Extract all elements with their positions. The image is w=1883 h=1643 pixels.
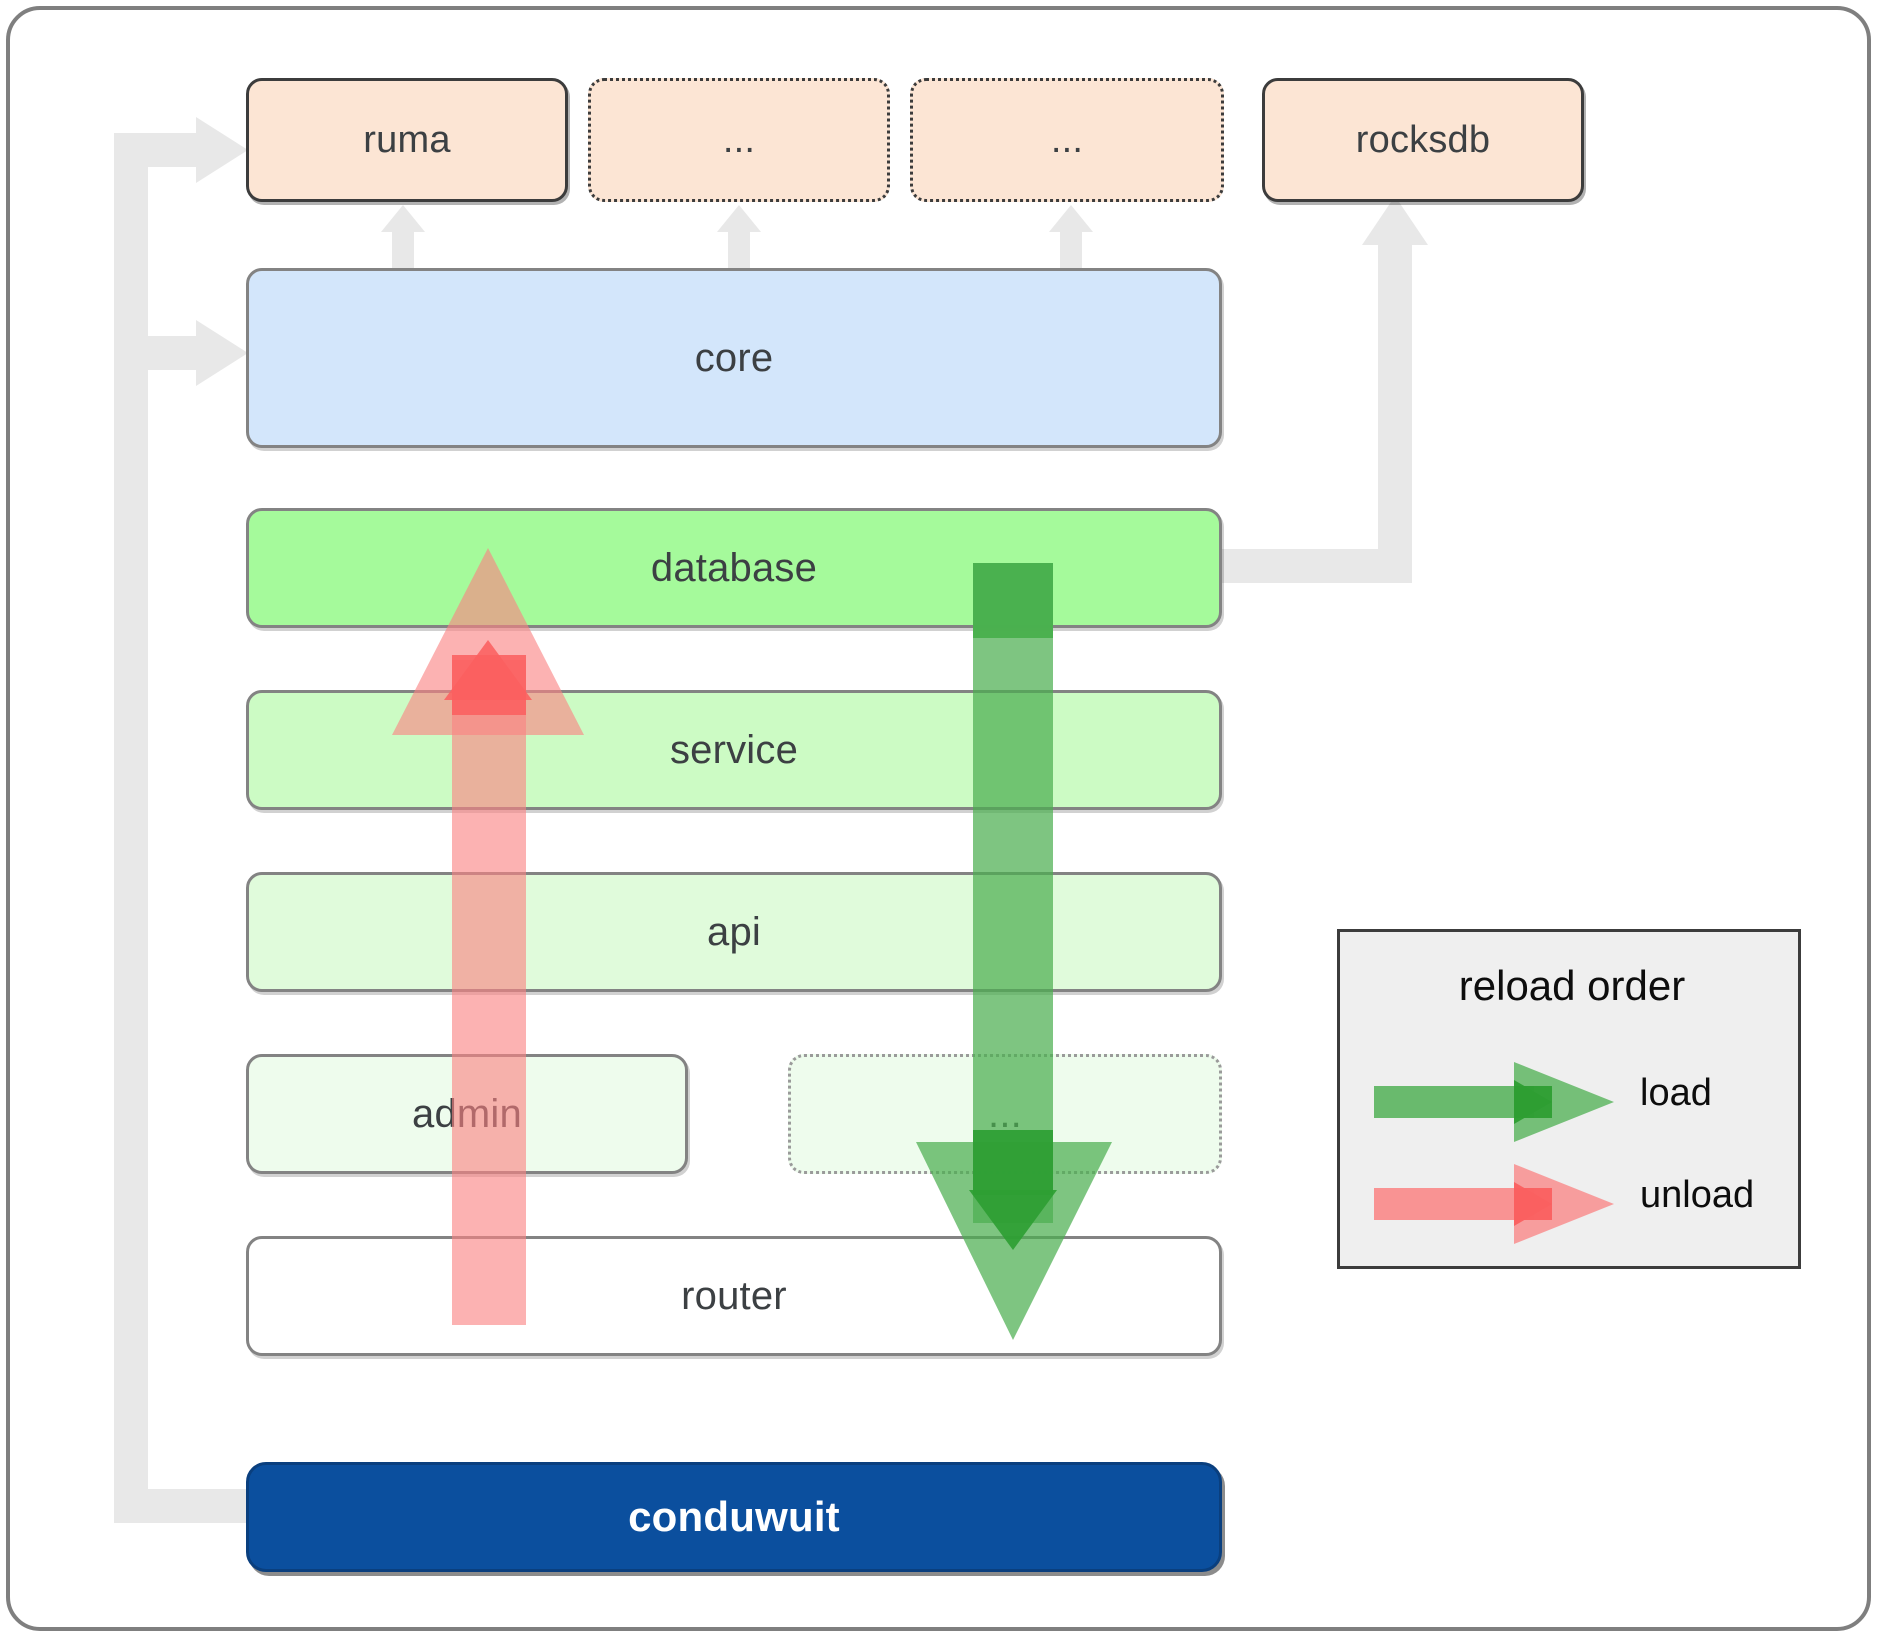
dependency-node-placeholder-2-label: ... [1050,118,1084,161]
dependency-node-rocksdb[interactable]: rocksdb [1262,78,1584,202]
layer-node-admin-placeholder-label: ... [988,1091,1022,1136]
diagram-frame [6,6,1871,1631]
layer-node-router[interactable]: router [246,1236,1222,1356]
layer-node-service[interactable]: service [246,690,1222,810]
legend-load-arrow-icon [1374,1062,1614,1142]
layer-node-database-label: database [650,545,818,590]
layer-node-database[interactable]: database [246,508,1222,628]
legend-load-label: load [1640,1072,1712,1114]
dependency-node-placeholder-1[interactable]: ... [588,78,890,202]
dependency-node-ruma-label: ruma [363,118,451,161]
legend-row-load: load [1340,1062,1804,1142]
layer-node-admin-label: admin [412,1091,522,1136]
layer-node-admin-placeholder[interactable]: ... [788,1054,1222,1174]
dependency-node-ruma[interactable]: ruma [246,78,568,202]
layer-node-service-label: service [669,727,799,772]
layer-node-admin[interactable]: admin [246,1054,688,1174]
legend-title: reload order [1458,962,1686,1009]
application-node-conduwuit[interactable]: conduwuit [246,1462,1222,1572]
legend-unload-label: unload [1640,1174,1755,1216]
layer-node-router-label: router [681,1273,787,1318]
dependency-node-placeholder-1-label: ... [722,118,756,161]
application-node-conduwuit-label: conduwuit [628,1493,840,1540]
layer-node-api[interactable]: api [246,872,1222,992]
layer-node-api-label: api [707,909,761,954]
legend-unload-arrow-icon [1374,1164,1614,1244]
dependency-node-placeholder-2[interactable]: ... [910,78,1224,202]
core-node-label: core [694,335,774,380]
legend-panel: reload order load unload [1337,929,1801,1269]
dependency-node-rocksdb-label: rocksdb [1355,118,1491,161]
legend-row-unload: unload [1340,1164,1804,1244]
core-node[interactable]: core [246,268,1222,448]
